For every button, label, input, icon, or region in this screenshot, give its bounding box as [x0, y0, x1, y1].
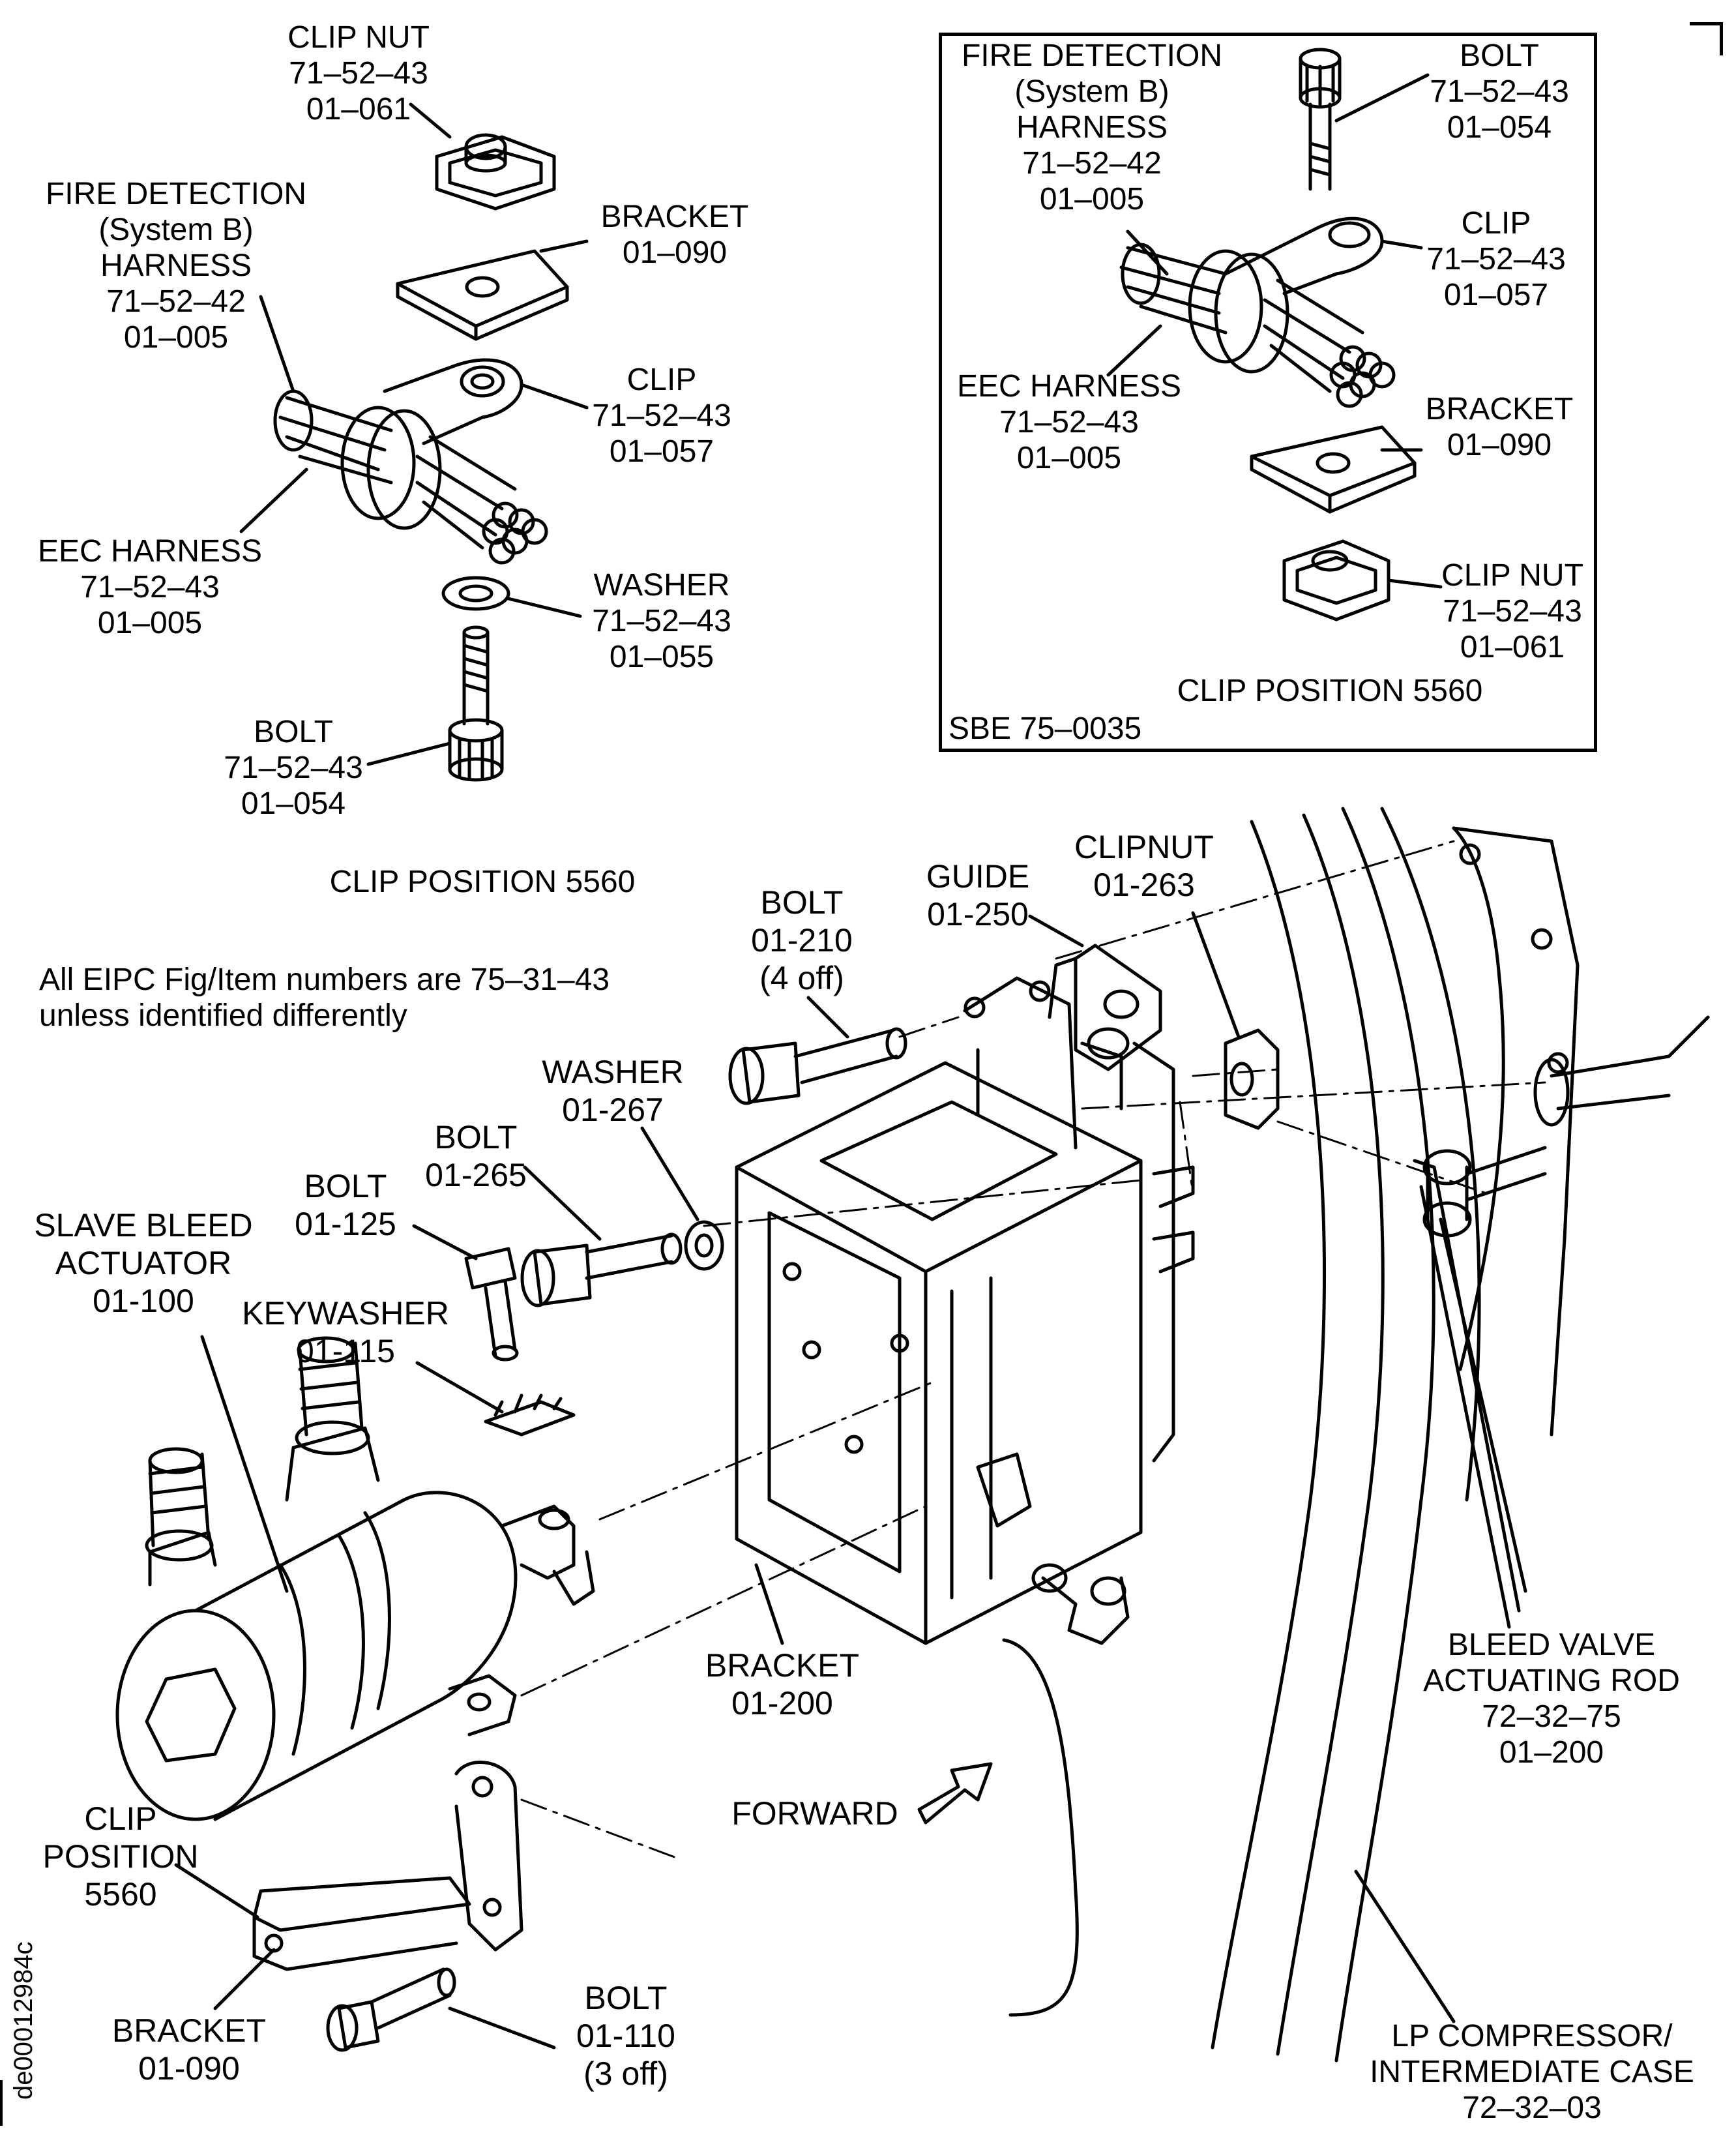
clipnut-263-shape — [1224, 1028, 1280, 1130]
corner-mark — [1690, 22, 1723, 55]
inset-drawing — [1106, 48, 1443, 621]
label-keywasher: KEYWASHER 01-115 — [242, 1295, 449, 1369]
washer-267-shape — [684, 1220, 724, 1271]
label-guide: GUIDE 01-250 — [926, 858, 1030, 932]
inset-frame — [939, 33, 1597, 752]
label-washer: WASHER 71–52–43 01–055 — [592, 568, 731, 674]
label-bleed-valve-rod: BLEED VALVE ACTUATING ROD 72–32–75 01–20… — [1423, 1628, 1680, 1770]
lp-case-shape — [1211, 807, 1710, 2063]
guide-shape — [1048, 944, 1162, 1071]
inset-label-eec-harness: EEC HARNESS 71–52–43 01–005 — [956, 369, 1182, 475]
bolt-shape — [448, 625, 504, 782]
bolt-210-shape — [728, 1027, 907, 1105]
label-washer-267: WASHER 01-267 — [542, 1054, 684, 1128]
label-fire-detection-harness: FIRE DETECTION (System B) HARNESS 71–52–… — [45, 177, 306, 355]
bolt-125-shape — [464, 1247, 519, 1362]
label-bolt-210: BOLT 01-210 (4 off) — [751, 884, 853, 996]
label-bolt: BOLT 71–52–43 01–054 — [224, 715, 363, 821]
bracket-plate-shape — [396, 249, 569, 341]
centerlines — [520, 840, 1546, 1860]
label-lp-compressor-case: LP COMPRESSOR/ INTERMEDIATE CASE 72–32–0… — [1370, 2019, 1694, 2125]
forward-arrow — [917, 1762, 993, 1825]
label-clip-nut: CLIP NUT 71–52–43 01–061 — [287, 20, 430, 127]
eipc-note: All EIPC Fig/Item numbers are 75–31–43 u… — [39, 962, 610, 1033]
clip-harness-shape — [273, 358, 548, 565]
label-bolt-265: BOLT 01-265 — [425, 1119, 527, 1193]
sbe-reference: SBE 75–0035 — [949, 711, 1142, 746]
bracket-box-shape — [735, 976, 1195, 1645]
label-slave-bleed-actuator: SLAVE BLEED ACTUATOR 01-100 — [34, 1207, 253, 1319]
document-id-mark — [0, 2080, 8, 2126]
label-forward: FORWARD — [731, 1795, 898, 1832]
bolt-110-shape — [326, 1967, 456, 2052]
top-detail-drawing — [239, 102, 589, 782]
clip-nut-shape — [435, 133, 556, 211]
document-id: de00012984c — [9, 1941, 38, 2100]
main-assembly-drawing — [115, 807, 1710, 2063]
label-clip: CLIP 71–52–43 01–057 — [592, 363, 731, 469]
inset-label-clip-nut: CLIP NUT 71–52–43 01–061 — [1441, 558, 1583, 664]
label-clipnut: CLIPNUT 01-263 — [1074, 829, 1214, 903]
inset-label-bolt: BOLT 71–52–43 01–054 — [1430, 38, 1569, 145]
label-bracket: BRACKET 01–090 — [600, 200, 749, 270]
label-clip-position: CLIP POSITION 5560 — [42, 1800, 199, 1913]
bracket-090-shape — [252, 1761, 523, 1971]
inset-label-clip: CLIP 71–52–43 01–057 — [1426, 206, 1566, 312]
keywasher-shape — [484, 1393, 576, 1437]
label-bolt-110: BOLT 01-110 (3 off) — [576, 1980, 675, 2092]
label-bracket-090: BRACKET 01-090 — [111, 2012, 267, 2087]
inset-label-fire-detection-harness: FIRE DETECTION (System B) HARNESS 71–52–… — [961, 38, 1222, 216]
slave-bleed-actuator-shape — [115, 1336, 595, 1821]
inset-label-bracket: BRACKET 01–090 — [1425, 392, 1574, 462]
bolt-265-shape — [520, 1232, 683, 1307]
top-position-caption: CLIP POSITION 5560 — [329, 865, 636, 899]
label-bolt-125: BOLT 01-125 — [295, 1168, 396, 1242]
label-bracket-200: BRACKET 01-200 — [705, 1647, 860, 1721]
washer-shape — [441, 576, 510, 611]
inset-position-caption: CLIP POSITION 5560 — [1177, 674, 1483, 708]
bleed-valve-rod-shape — [1413, 1159, 1527, 1613]
label-eec-harness: EEC HARNESS 71–52–43 01–005 — [37, 534, 263, 640]
